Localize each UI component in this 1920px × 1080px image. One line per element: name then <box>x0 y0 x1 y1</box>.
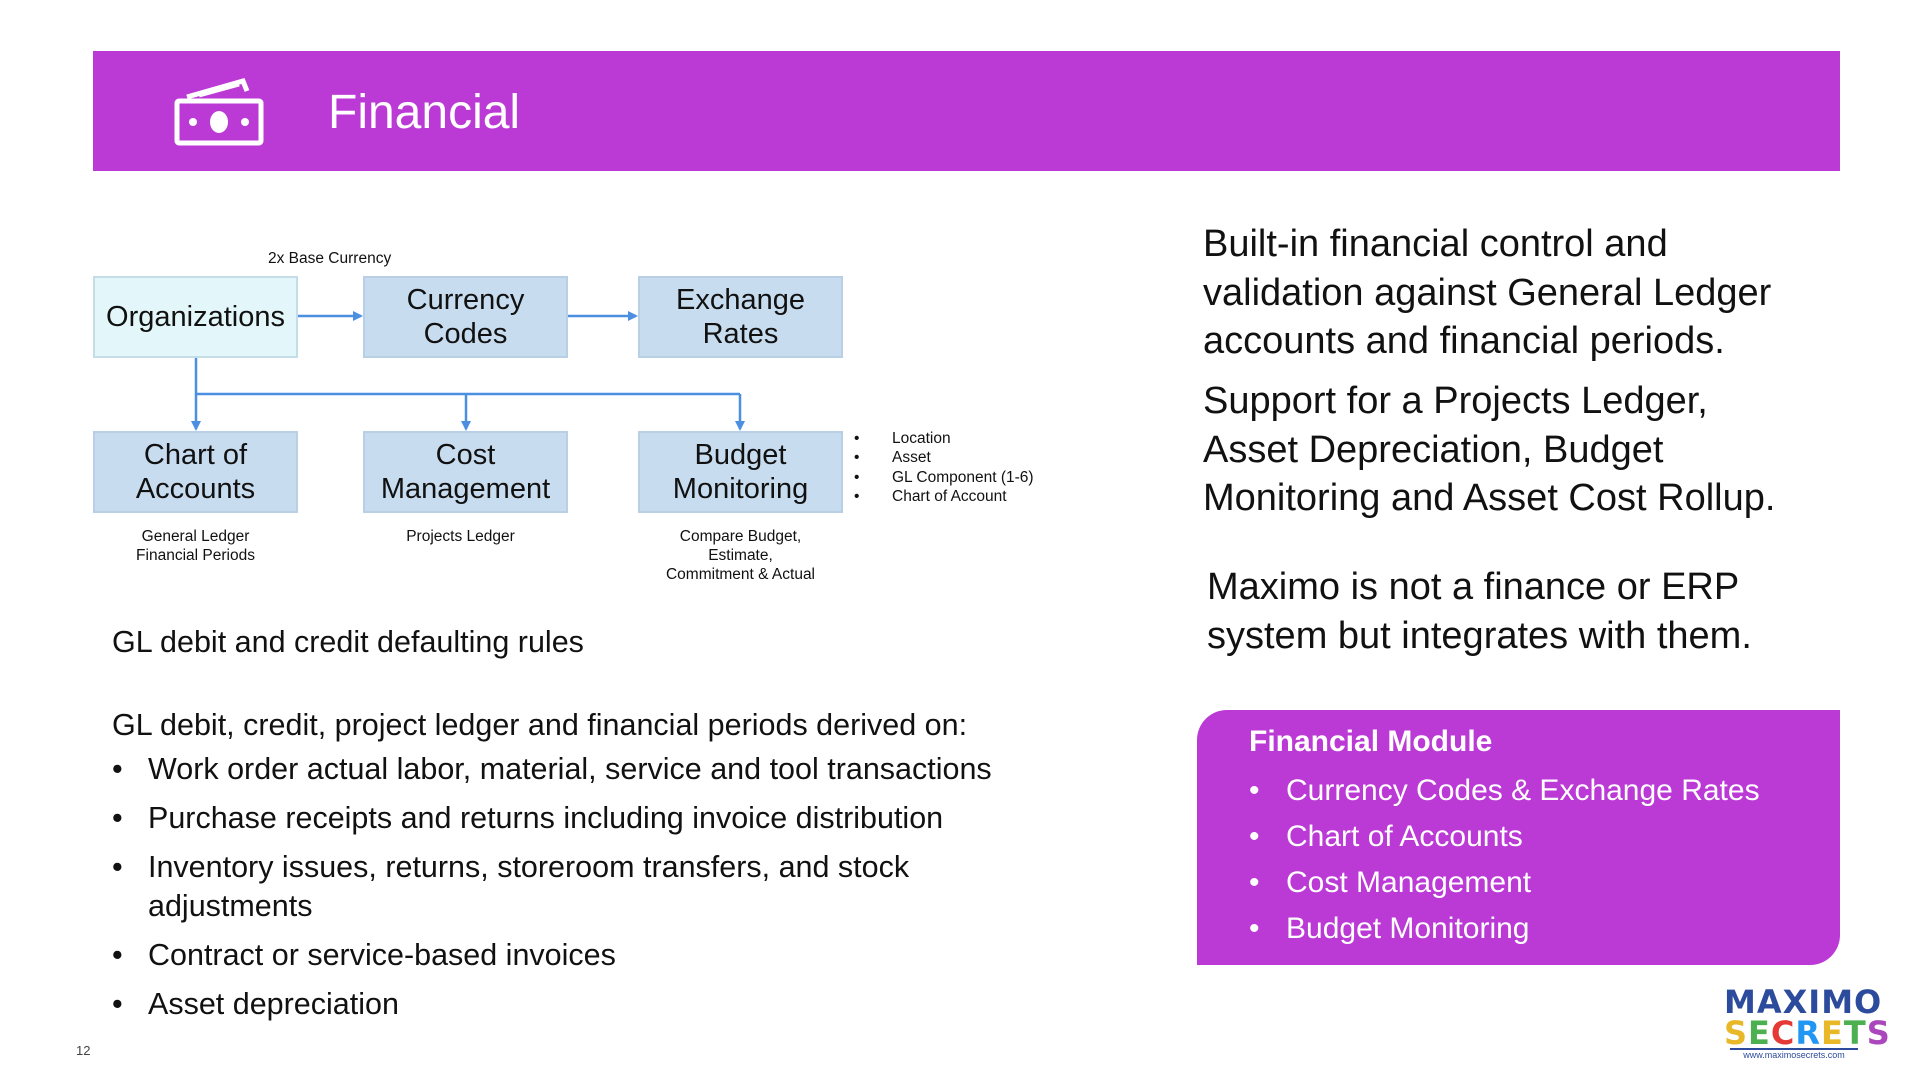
budget-monitoring-label-1: Budget <box>694 438 787 471</box>
budget-dimensions-list: Location Asset GL Component (1-6) Chart … <box>852 429 1034 506</box>
logo-letter: E <box>1748 1014 1771 1052</box>
list-item: Inventory issues, returns, storeroom tra… <box>112 848 968 926</box>
budget-monitoring-label-2: Monitoring <box>672 473 809 505</box>
logo-letter: S <box>1724 1014 1749 1052</box>
financial-control-paragraph: Built-in financial control and validatio… <box>1203 220 1771 366</box>
list-item: Location <box>852 429 1034 449</box>
exchange-rates-label-2: Rates <box>702 318 779 350</box>
projects-ledger-paragraph: Support for a Projects Ledger, Asset Dep… <box>1203 377 1775 523</box>
organizations-box: Organizations <box>93 276 298 358</box>
logo-letter: X <box>1782 983 1809 1021</box>
derived-on-text: GL debit, credit, project ledger and fin… <box>112 708 968 742</box>
module-items-list: Currency Codes & Exchange Rates Chart of… <box>1249 768 1760 952</box>
text-line: Monitoring and Asset Cost Rollup. <box>1203 477 1776 519</box>
page-title: Financial <box>328 86 521 139</box>
text-line: validation against General Ledger <box>1203 271 1772 314</box>
text-line: system but integrates with them. <box>1207 614 1752 657</box>
logo-letter: S <box>1866 1014 1891 1052</box>
chart-of-accounts-caption: General Ledger Financial Periods <box>93 528 298 566</box>
cost-management-caption: Projects Ledger <box>363 528 558 547</box>
logo-letter: A <box>1756 983 1783 1021</box>
text-line: accounts and financial periods. <box>1203 320 1725 362</box>
list-item: Asset depreciation <box>112 985 1072 1024</box>
module-title: Financial Module <box>1249 725 1493 758</box>
organizations-label: Organizations <box>106 300 285 333</box>
logo-letter: I <box>1808 983 1822 1021</box>
list-item: Work order actual labor, material, servi… <box>112 750 1072 789</box>
logo-letter: M <box>1724 983 1757 1021</box>
text-line: Support for a Projects Ledger, <box>1203 380 1708 422</box>
logo-bottom-text: SECRETS <box>1724 1017 1890 1049</box>
list-item: Budget Monitoring <box>1249 906 1760 952</box>
list-item: GL Component (1-6) <box>852 468 1034 488</box>
money-icon <box>174 77 264 146</box>
list-item: Asset <box>852 448 1034 468</box>
list-item: Chart of Accounts <box>1249 814 1760 860</box>
list-item: Cost Management <box>1249 860 1760 906</box>
list-item: Purchase receipts and returns including … <box>112 799 1072 838</box>
chart-of-accounts-label-1: Chart of <box>143 438 248 471</box>
cost-management-label-1: Cost <box>435 438 496 471</box>
budget-monitoring-caption: Compare Budget, Estimate, Commitment & A… <box>628 528 853 585</box>
text-line: Asset Depreciation, Budget <box>1203 428 1664 471</box>
logo-top-text: MAXIMO <box>1724 983 1881 1021</box>
caption-line: Financial Periods <box>136 546 255 564</box>
base-currency-annotation: 2x Base Currency <box>268 250 392 267</box>
list-item: Contract or service-based invoices <box>112 936 1072 975</box>
caption-line: Commitment & Actual <box>665 565 816 583</box>
logo-letter: O <box>1854 983 1883 1021</box>
logo-letter: C <box>1770 1014 1796 1052</box>
currency-codes-label-2: Codes <box>423 318 508 350</box>
gl-rules-text: GL debit and credit defaulting rules <box>112 625 584 659</box>
caption-line: General Ledger <box>141 528 250 545</box>
page-number: 12 <box>76 1043 91 1058</box>
cost-management-label-2: Management <box>380 473 551 505</box>
list-item: Chart of Account <box>852 487 1034 507</box>
caption-line: Compare Budget, <box>679 528 802 545</box>
caption-line: Projects Ledger <box>406 528 515 545</box>
maximo-secrets-logo: MAXIMO SECRETS www.maximosecrets.com <box>1724 983 1890 1060</box>
logo-letter: M <box>1821 983 1855 1021</box>
logo-letter: E <box>1821 1014 1844 1052</box>
text-line: Built-in financial control and <box>1203 223 1668 265</box>
currency-codes-label-1: Currency <box>406 283 525 316</box>
financial-module-panel: Financial Module Currency Codes & Exchan… <box>1197 710 1840 965</box>
derivation-sources-list: Work order actual labor, material, servi… <box>112 750 1072 1034</box>
logo-url: www.maximosecrets.com <box>1730 1048 1858 1060</box>
text-line: Maximo is not a finance or ERP <box>1207 566 1740 608</box>
caption-line: Estimate, <box>708 546 773 564</box>
chart-of-accounts-label-2: Accounts <box>135 473 256 505</box>
erp-integration-paragraph: Maximo is not a finance or ERP system bu… <box>1207 563 1752 660</box>
slide-header: Financial <box>93 51 1840 171</box>
logo-letter: R <box>1795 1014 1822 1052</box>
logo-letter: T <box>1843 1014 1867 1052</box>
exchange-rates-label-1: Exchange <box>676 283 805 316</box>
list-item: Currency Codes & Exchange Rates <box>1249 768 1760 814</box>
